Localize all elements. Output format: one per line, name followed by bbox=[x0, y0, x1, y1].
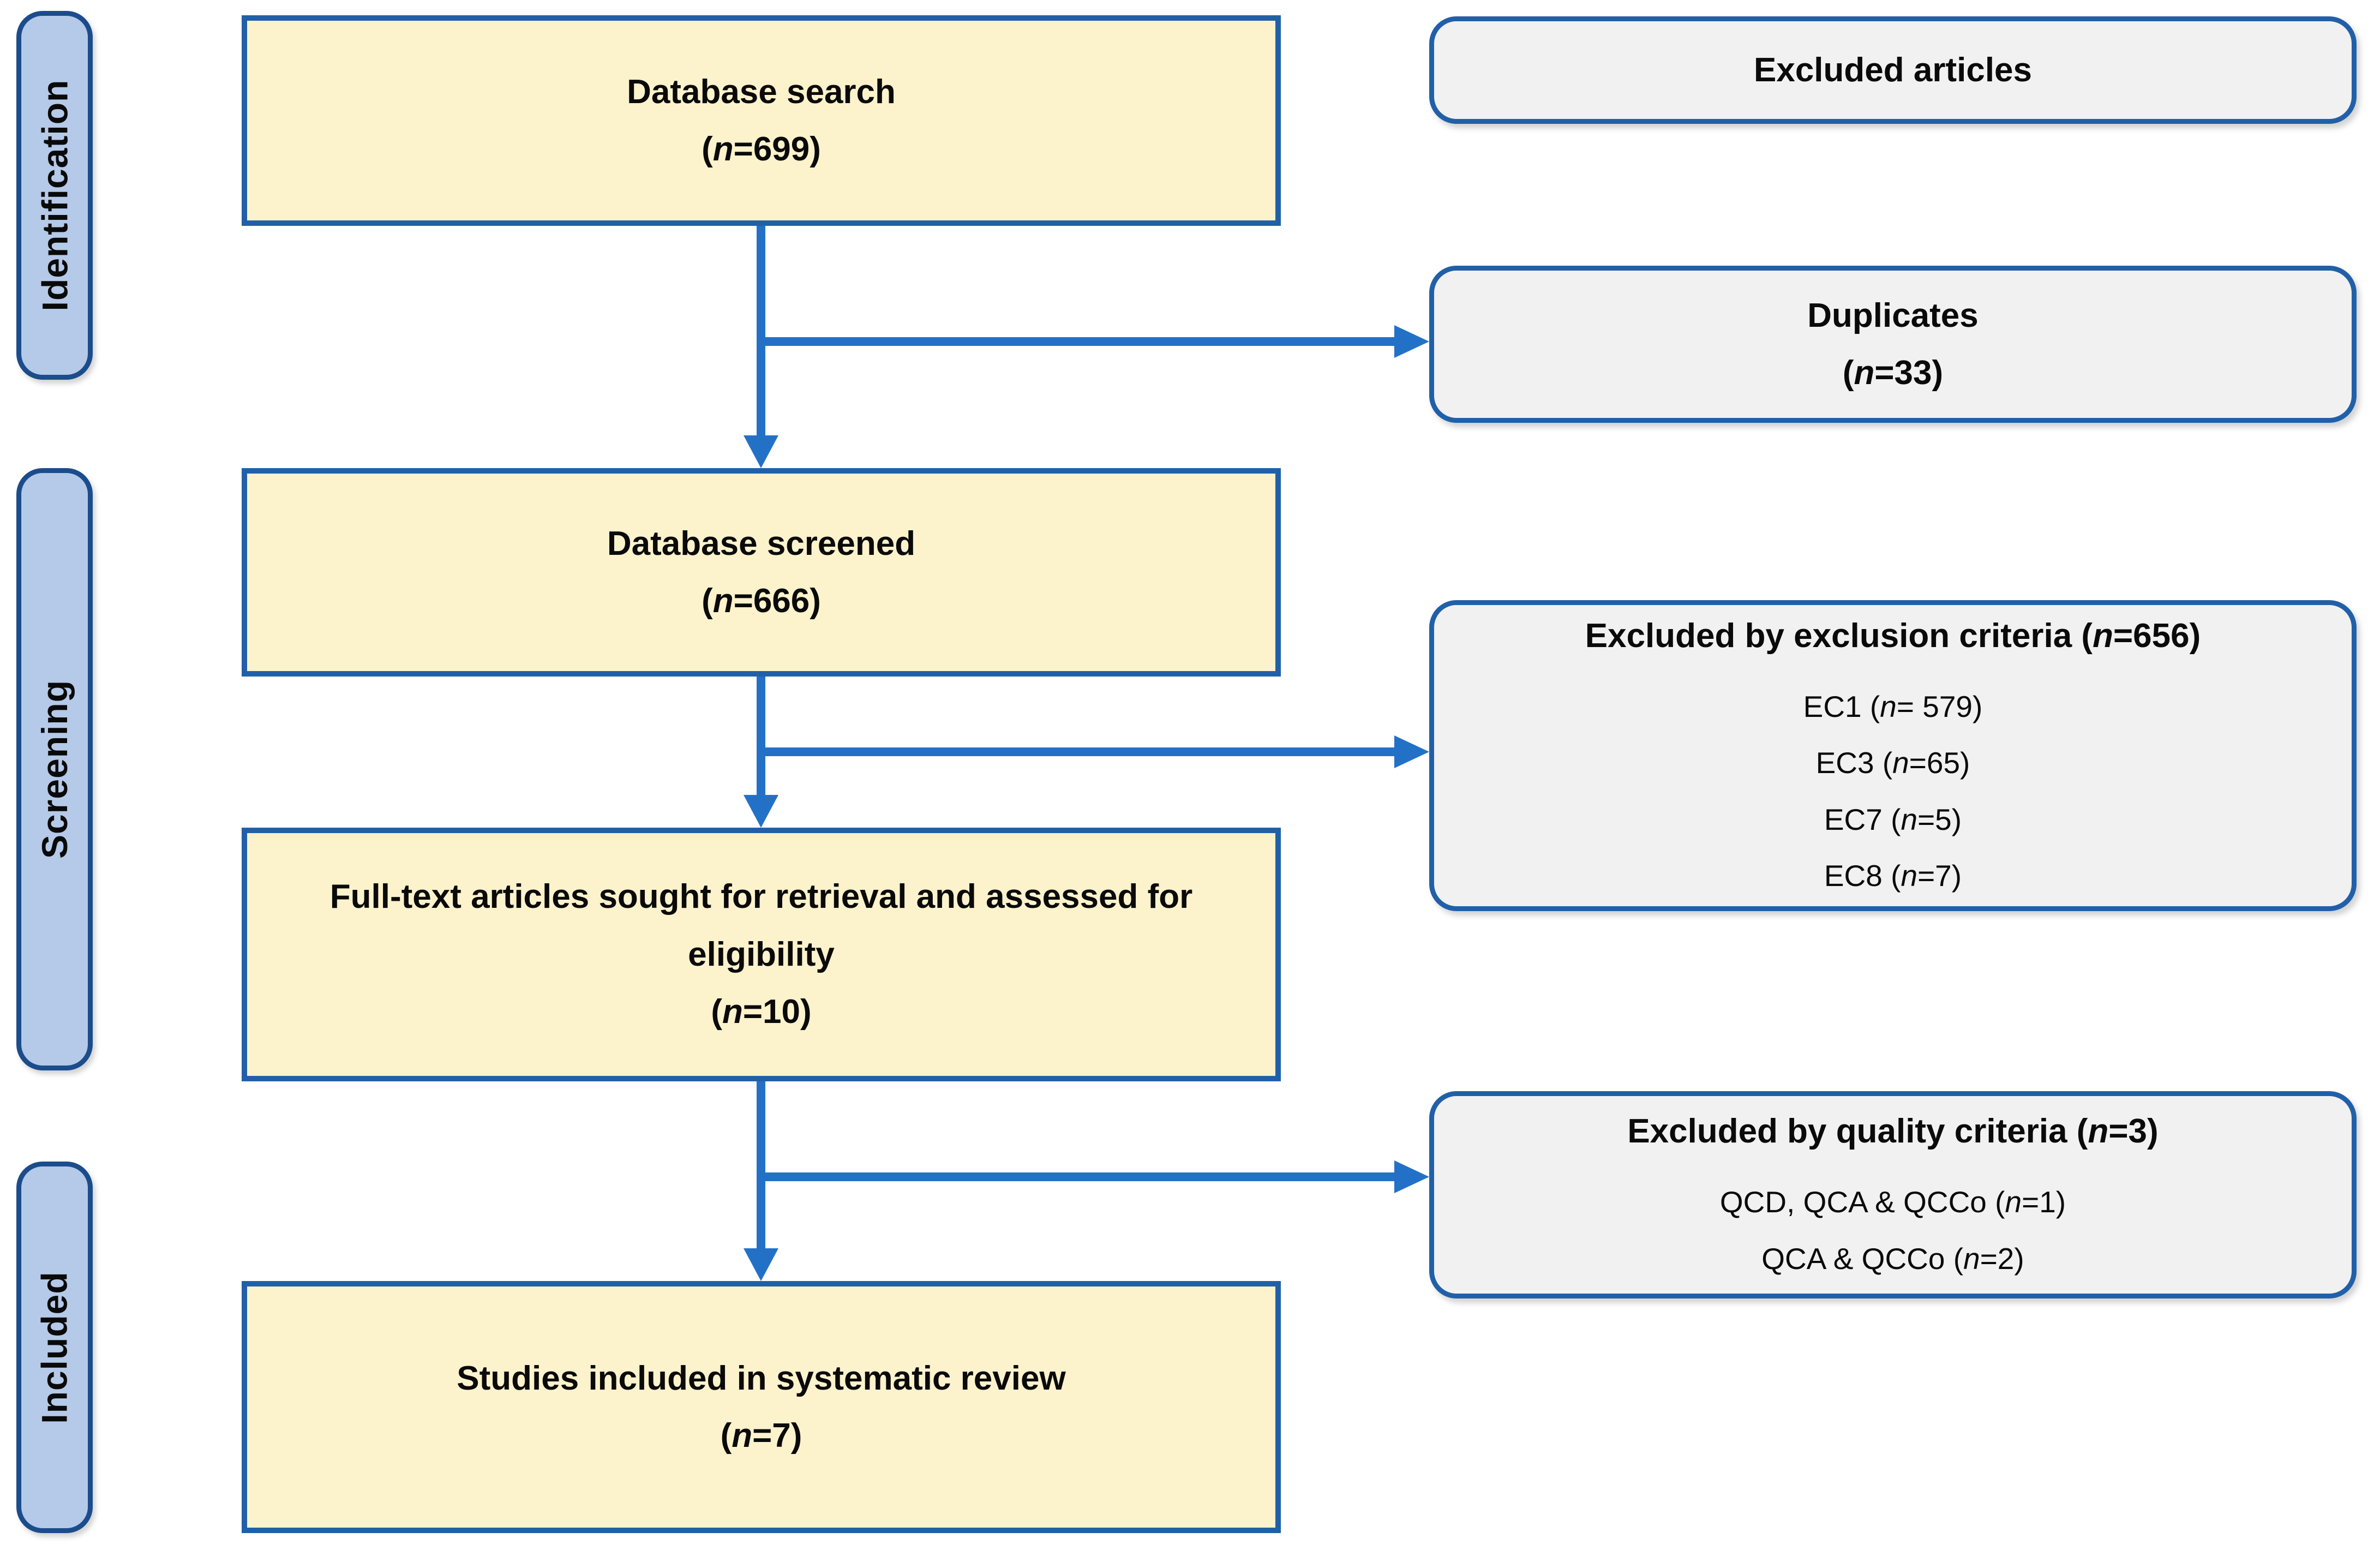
arrow-branch-to-duplicates-shaft bbox=[761, 337, 1394, 346]
stage-identification: Identification bbox=[16, 11, 93, 380]
quality-criteria-list: QCD, QCA & QCCo (n=1) QCA & QCCo (n=2) bbox=[1720, 1174, 2066, 1287]
exclusion-criteria-item: EC1 (n= 579) bbox=[1803, 689, 1983, 723]
arrow-branch-to-quality-criteria-shaft bbox=[761, 1172, 1394, 1181]
flow-box-database-search: Database search (n=699) bbox=[242, 15, 1281, 226]
stage-screening: Screening bbox=[16, 468, 93, 1070]
italic-n: n bbox=[712, 582, 734, 620]
side-box-excluded-articles-title: Excluded articles bbox=[1753, 51, 2033, 89]
arrow-search-to-screened-head-icon bbox=[744, 435, 778, 468]
flow-box-database-search-title: Database search bbox=[627, 73, 896, 111]
side-box-duplicates-title: Duplicates bbox=[1807, 296, 1979, 334]
flow-box-database-search-count: (n=699) bbox=[702, 130, 821, 168]
exclusion-criteria-item: EC7 (n=5) bbox=[1824, 802, 1962, 836]
flow-box-fulltext-eligibility-title: Full-text articles sought for retrieval … bbox=[329, 878, 1193, 973]
italic-n: n bbox=[1963, 1241, 1980, 1276]
side-box-excluded-exclusion-criteria: Excluded by exclusion criteria (n=656) E… bbox=[1429, 600, 2357, 911]
stage-screening-label: Screening bbox=[34, 679, 75, 859]
side-box-excluded-exclusion-criteria-title: Excluded by exclusion criteria (n=656) bbox=[1585, 617, 2201, 655]
arrow-fulltext-to-included-head-icon bbox=[744, 1248, 778, 1281]
flow-box-fulltext-eligibility-count: (n=10) bbox=[711, 993, 812, 1031]
exclusion-criteria-item: EC3 (n=65) bbox=[1815, 746, 1970, 780]
flow-box-database-screened-title: Database screened bbox=[607, 524, 916, 562]
italic-n: n bbox=[2005, 1185, 2022, 1219]
side-box-duplicates: Duplicates (n=33) bbox=[1429, 266, 2357, 423]
side-box-excluded-quality-criteria: Excluded by quality criteria (n=3) QCD, … bbox=[1429, 1091, 2357, 1298]
quality-criteria-item: QCD, QCA & QCCo (n=1) bbox=[1719, 1185, 2066, 1219]
italic-n: n bbox=[1901, 802, 1918, 836]
arrow-screened-to-fulltext-shaft bbox=[757, 677, 765, 798]
arrow-screened-to-fulltext-head-icon bbox=[744, 795, 778, 828]
italic-n: n bbox=[1854, 354, 1875, 392]
flow-box-database-screened-count: (n=666) bbox=[702, 582, 821, 620]
quality-criteria-item: QCA & QCCo (n=2) bbox=[1761, 1241, 2024, 1276]
italic-n: n bbox=[1880, 689, 1897, 723]
italic-n: n bbox=[722, 993, 743, 1031]
flow-box-database-screened: Database screened (n=666) bbox=[242, 468, 1281, 677]
arrow-branch-to-exclusion-criteria-head-icon bbox=[1394, 735, 1429, 768]
flow-box-studies-included-count: (n=7) bbox=[720, 1417, 802, 1455]
stage-identification-label: Identification bbox=[34, 79, 75, 312]
arrow-search-to-screened-shaft bbox=[757, 226, 765, 439]
flow-box-fulltext-eligibility: Full-text articles sought for retrieval … bbox=[242, 828, 1281, 1081]
flow-box-studies-included: Studies included in systematic review (n… bbox=[242, 1281, 1281, 1533]
italic-n: n bbox=[2088, 1112, 2109, 1150]
arrow-branch-to-quality-criteria-head-icon bbox=[1394, 1160, 1429, 1193]
italic-n: n bbox=[732, 1417, 753, 1455]
side-box-excluded-articles: Excluded articles bbox=[1429, 16, 2357, 124]
italic-n: n bbox=[1892, 746, 1909, 780]
arrow-fulltext-to-included-shaft bbox=[757, 1081, 765, 1250]
stage-included: Included bbox=[16, 1162, 93, 1533]
exclusion-criteria-item: EC8 (n=7) bbox=[1824, 859, 1962, 893]
arrow-branch-to-exclusion-criteria-shaft bbox=[761, 747, 1394, 756]
exclusion-criteria-list: EC1 (n= 579) EC3 (n=65) EC7 (n=5) EC8 (n… bbox=[1803, 679, 1983, 905]
flow-box-studies-included-title: Studies included in systematic review bbox=[457, 1359, 1066, 1397]
italic-n: n bbox=[1901, 859, 1918, 893]
side-box-excluded-quality-criteria-title: Excluded by quality criteria (n=3) bbox=[1627, 1112, 2159, 1150]
arrow-branch-to-duplicates-head-icon bbox=[1394, 325, 1429, 358]
stage-included-label: Included bbox=[34, 1271, 75, 1424]
italic-n: n bbox=[2093, 617, 2113, 655]
italic-n: n bbox=[712, 130, 734, 168]
side-box-duplicates-count: (n=33) bbox=[1842, 354, 1944, 392]
